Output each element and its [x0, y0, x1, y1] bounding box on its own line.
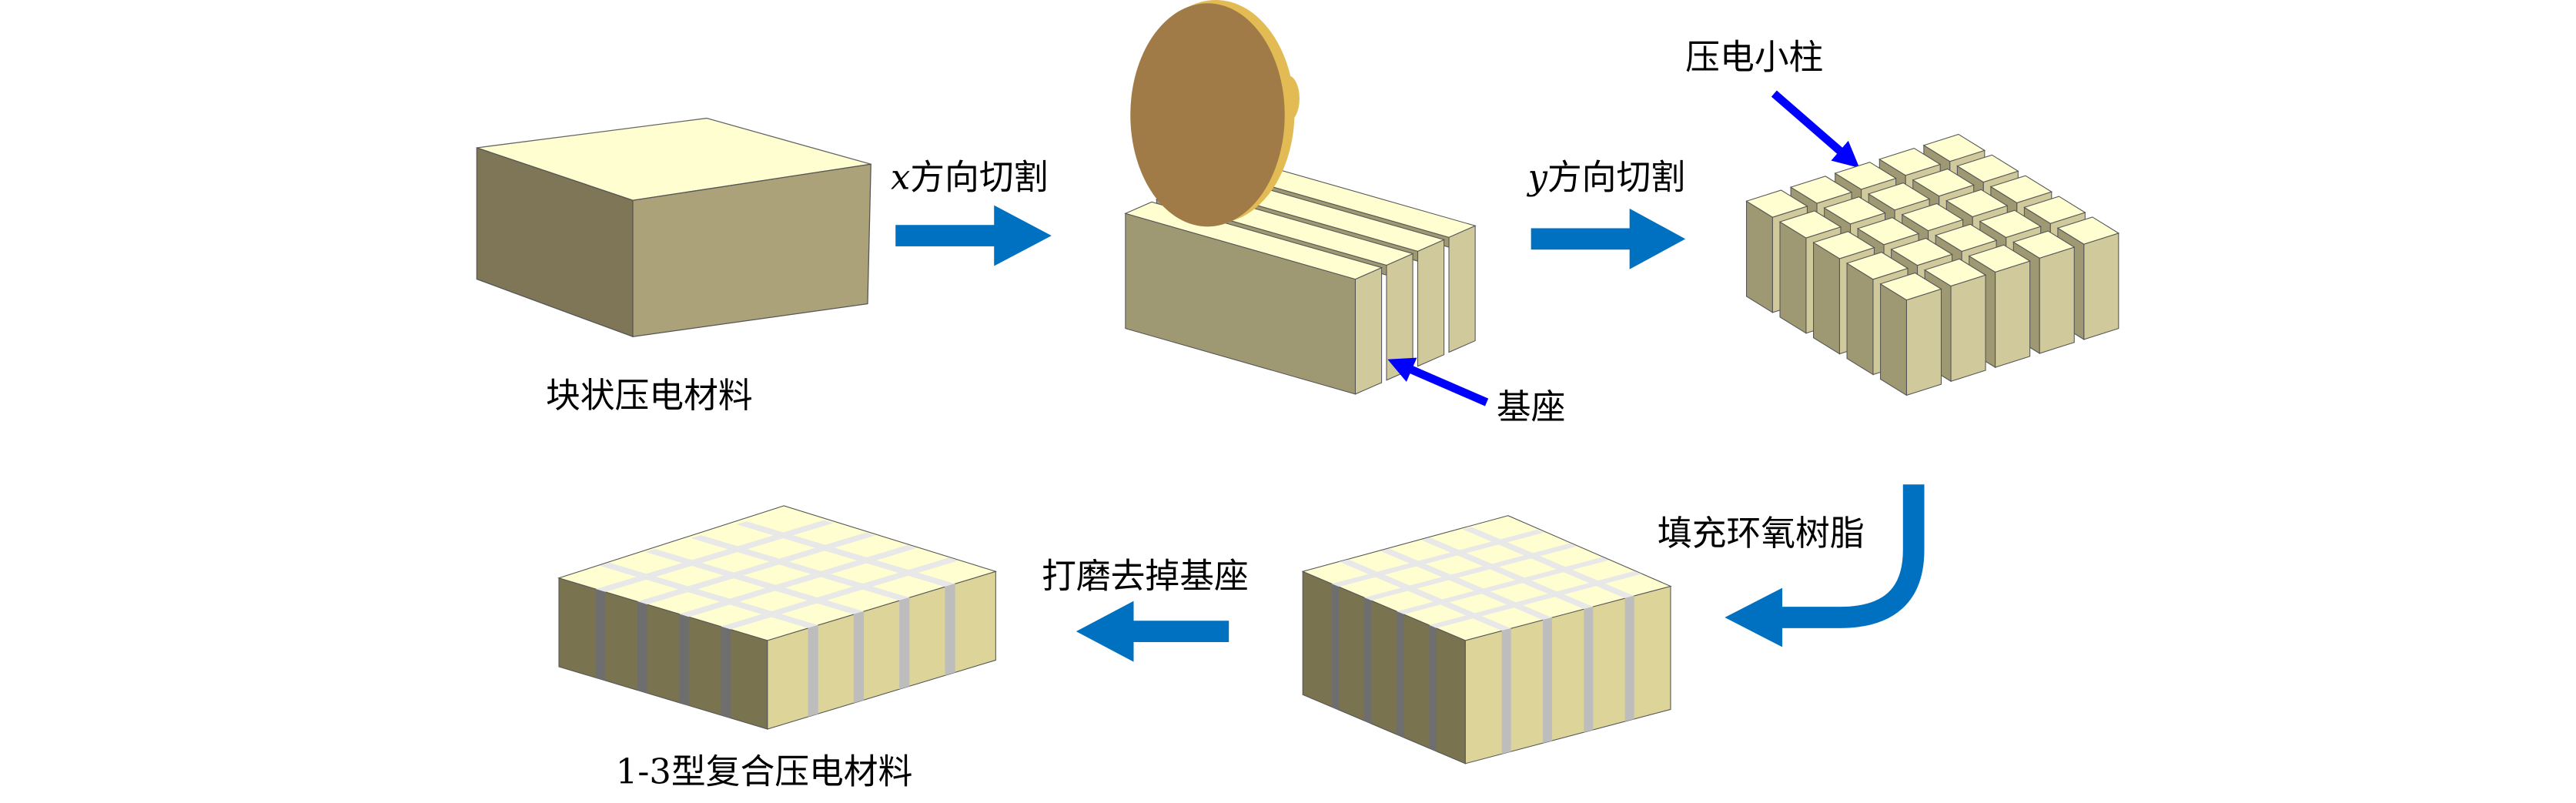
bulk-right-face: [632, 163, 871, 337]
epoxy-stripe: [595, 589, 606, 681]
pillar-top-face: [1923, 258, 1987, 287]
epoxy-grid-line: [1363, 543, 1577, 601]
pillar-top-face: [1856, 217, 1920, 246]
epoxy-stripe: [721, 626, 731, 718]
x-cut-label: x方向切割: [891, 156, 1048, 197]
pillar-top-face: [1979, 209, 2042, 239]
process-arrow-icon: [895, 205, 1052, 266]
pillar-top-face: [1934, 223, 1998, 253]
pillar-top-face: [1845, 252, 1909, 280]
composite-block: [557, 505, 998, 730]
pillar-top-face: [1789, 176, 1853, 204]
pillar-top-face: [1922, 133, 1986, 162]
pillar-side-face: [1846, 262, 1874, 376]
epoxy-grid-line: [599, 562, 818, 628]
epoxy-grid-line: [691, 535, 910, 601]
pillar-front-face: [1950, 274, 1986, 382]
pillar-top-face: [1901, 202, 1964, 232]
epoxy-grid-line: [637, 532, 875, 605]
epoxy-grid-line: [679, 544, 918, 617]
grind-base-label: 打磨去掉基座: [1042, 556, 1249, 597]
epoxy-grid-line: [595, 520, 834, 592]
composite-label: 1-3型复合压电材料: [616, 751, 913, 791]
epoxy-grid-line: [1380, 548, 1552, 621]
pillar-top-face: [1812, 231, 1875, 259]
process-arrow-icon: [1725, 484, 1925, 647]
pillar-top-face: [2023, 196, 2086, 224]
bulk-label: 块状压电材料: [546, 375, 753, 416]
epoxy-grid-line: [1421, 537, 1594, 610]
pillars-label: 压电小柱: [1685, 37, 1823, 78]
fill-epoxy-label: 填充环氧树脂: [1658, 513, 1865, 554]
block-top-face: [1301, 515, 1672, 641]
epoxy-grid-line: [1429, 570, 1642, 628]
slab-end-face: [1448, 225, 1476, 353]
epoxy-grid-line: [1462, 527, 1634, 599]
epoxy-stripe: [1624, 596, 1634, 721]
pillar-array: [1745, 133, 2120, 396]
epoxy-stripe: [1501, 628, 1511, 754]
epoxy-grid-line: [1397, 557, 1610, 614]
pillar-top-face: [1968, 244, 2031, 273]
pillar-top-face: [1945, 189, 2009, 218]
epoxy-stripe: [853, 611, 865, 704]
epoxy-filled-block: [1301, 515, 1672, 765]
epoxy-stripe: [1429, 625, 1437, 751]
epoxy-grid-line: [1339, 559, 1511, 631]
slab-end-face: [1417, 239, 1445, 367]
base-label: 基座: [1497, 386, 1566, 427]
pillar-side-face: [1813, 242, 1840, 355]
epoxy-stripe: [945, 584, 955, 676]
slab-end-face: [1386, 253, 1413, 381]
pointer-arrow-icon: [1771, 90, 1860, 169]
pillar-top-face: [1878, 148, 1942, 176]
pointer-arrow-icon: [1387, 357, 1489, 407]
slab-end-face: [1354, 266, 1383, 395]
pillar-front-face: [1905, 288, 1942, 396]
pillar-top-face: [1778, 210, 1842, 239]
epoxy-grid-line: [736, 521, 955, 587]
process-arrow-icon: [1076, 601, 1229, 662]
bulk-block: [476, 117, 871, 338]
pillar-top-face: [1745, 189, 1808, 218]
pillar-front-face: [1995, 260, 2031, 368]
pillar-top-face: [1890, 237, 1953, 266]
epoxy-grid-line: [721, 557, 959, 630]
pillar-top-face: [1989, 175, 2053, 203]
epoxy-stripe: [1331, 584, 1340, 711]
pillar-top-face: [1867, 182, 1931, 211]
epoxy-stripe: [1543, 617, 1552, 744]
epoxy-stripe: [1363, 597, 1372, 724]
epoxy-stripe: [899, 597, 910, 690]
process-arrow-icon: [1531, 208, 1686, 269]
pillar-top-face: [2012, 230, 2076, 259]
pillar-top-face: [2056, 216, 2120, 245]
pillar-front-face: [2083, 233, 2119, 340]
pillar-top-face: [1912, 168, 1975, 197]
epoxy-grid-line: [1331, 529, 1544, 587]
epoxy-stripe: [808, 625, 818, 718]
epoxy-stripe: [1584, 607, 1594, 733]
block-top-face: [557, 505, 998, 641]
pillar-top-face: [1879, 272, 1942, 301]
pillar-side-face: [1745, 200, 1773, 313]
pillar-top-face: [1956, 154, 2019, 183]
pillar-front-face: [2039, 246, 2075, 354]
pillar-top-face: [1823, 196, 1886, 225]
pillar-side-face: [1880, 283, 1908, 396]
epoxy-grid-line: [644, 549, 865, 614]
pillar-side-face: [1779, 221, 1807, 334]
y-cut-label: y方向切割: [1527, 156, 1685, 197]
epoxy-stripe: [637, 601, 647, 694]
epoxy-stripe: [1397, 611, 1404, 738]
epoxy-stripe: [679, 614, 689, 706]
pillar-top-face: [1834, 162, 1897, 190]
saw-blade-icon: [1130, 0, 1300, 227]
